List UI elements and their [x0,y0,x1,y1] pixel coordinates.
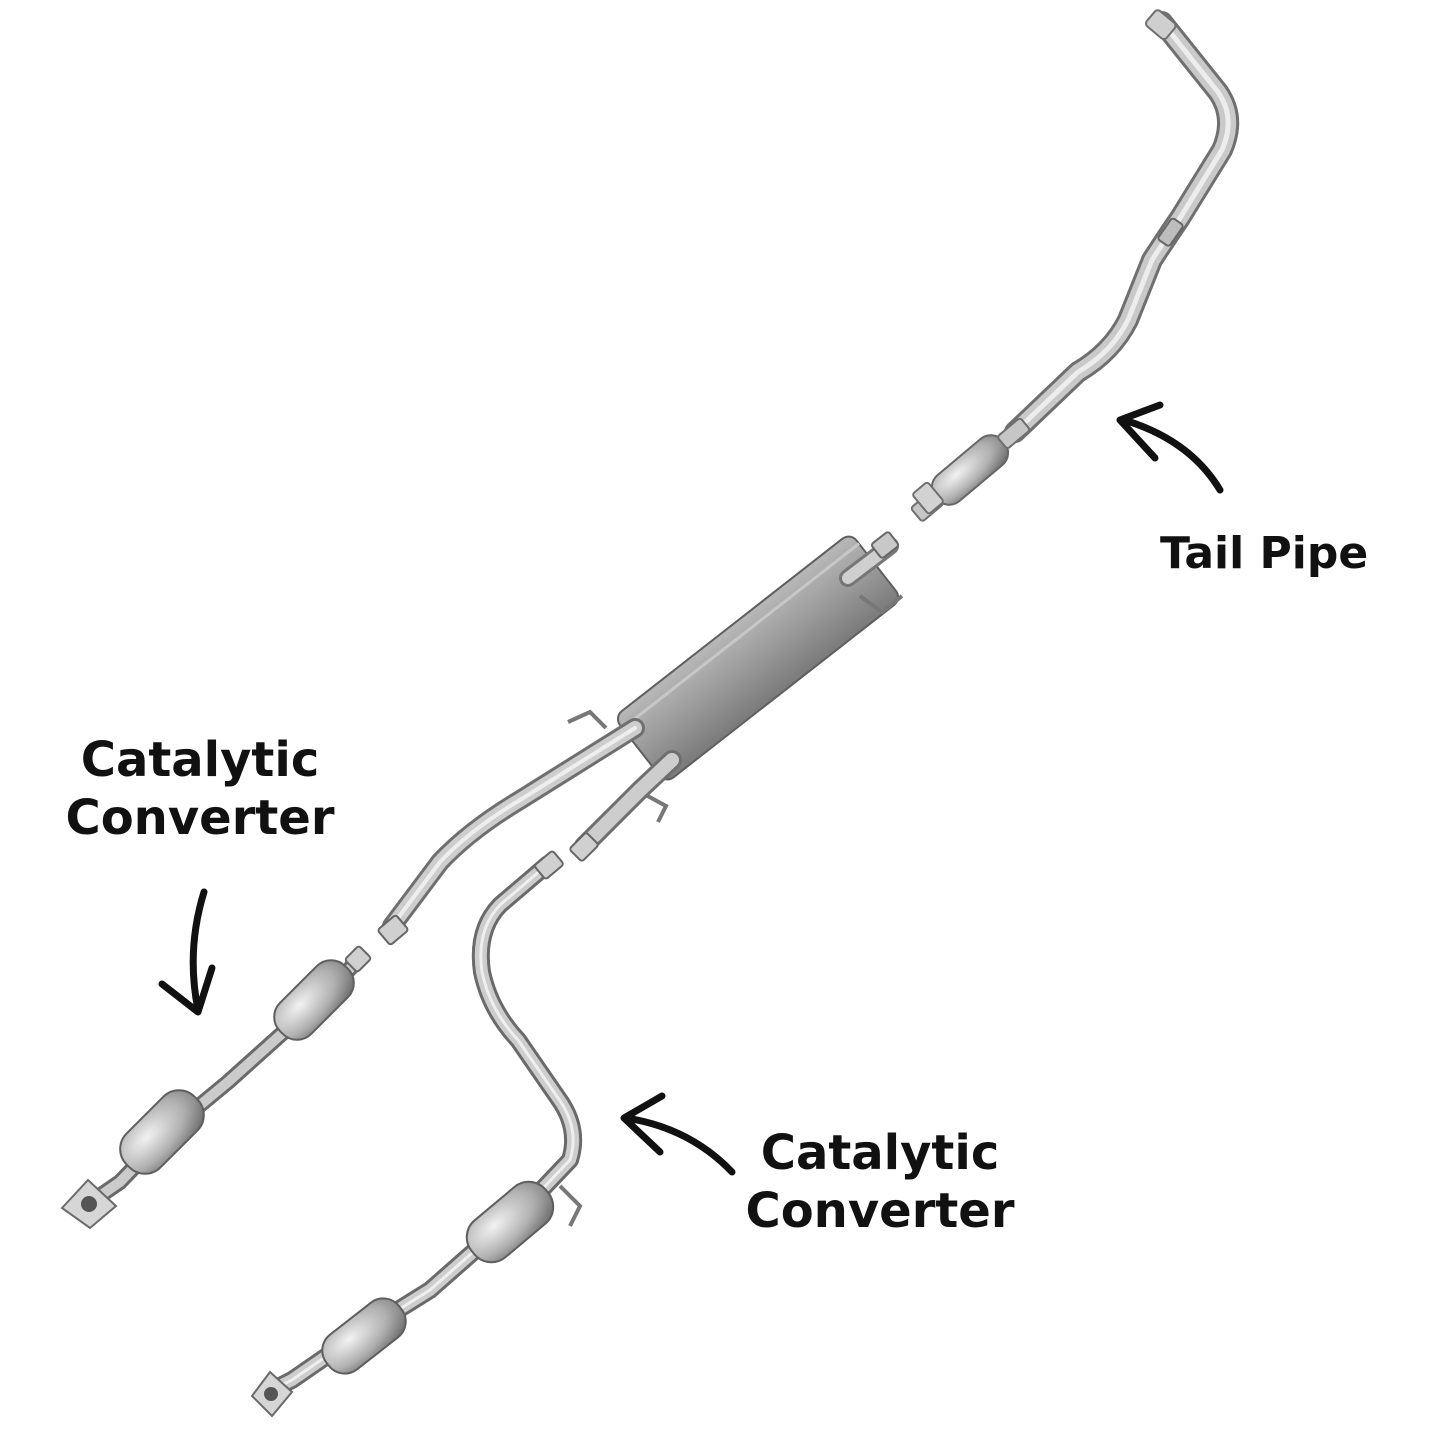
left-mid-pipe [377,718,645,946]
catalytic-converter-left-upper [273,959,355,1041]
flange-left [60,1178,118,1230]
right-front-pipe [250,850,583,1418]
arrow-tail-pipe [1116,401,1224,494]
arrow-catalytic-right [620,1092,736,1176]
catalytic-converter-left-label: Catalytic Converter [40,732,360,847]
catalytic-converter-right-lower [321,1297,407,1375]
flange-right [250,1370,294,1418]
right-mid-pipe [569,750,682,862]
catalytic-left-line1: Catalytic [80,732,320,788]
catalytic-right-line1: Catalytic [760,1125,1000,1181]
catalytic-converter-left-lower [119,1089,205,1175]
catalytic-converter-right-upper [465,1180,555,1264]
tail-pipe-label: Tail Pipe [1160,528,1400,581]
arrow-catalytic-left [158,888,216,1016]
catalytic-left-line2: Converter [65,789,335,846]
tail-pipe-label-text: Tail Pipe [1160,528,1369,579]
catalytic-right-line2: Converter [745,1182,1015,1239]
left-front-pipe [60,945,372,1230]
tail-pipe [910,9,1239,522]
catalytic-converter-right-label: Catalytic Converter [720,1125,1040,1240]
muffler [567,531,904,823]
